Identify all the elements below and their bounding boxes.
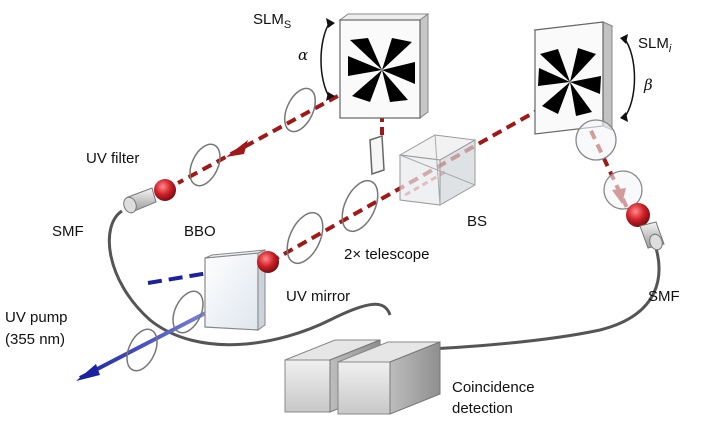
uv-pump-label: UV pump bbox=[5, 309, 68, 326]
uv-filter-signal bbox=[154, 179, 176, 201]
uv-mirror bbox=[257, 251, 279, 273]
coincidence-label-line1: Coincidence bbox=[452, 379, 535, 396]
slm-i-label: SLMi bbox=[638, 35, 672, 55]
signal-lens-2 bbox=[189, 143, 221, 187]
uv-pump-wavelength: (355 nm) bbox=[5, 331, 65, 348]
main-path bbox=[269, 90, 571, 264]
signal-lens-1 bbox=[283, 87, 317, 133]
smf-left-label: SMF bbox=[52, 223, 84, 240]
uv-filter-idler bbox=[626, 203, 650, 227]
coincidence-label-line2: detection bbox=[452, 400, 513, 417]
alpha-label: α bbox=[298, 46, 308, 64]
fiber-coupler-left bbox=[123, 187, 157, 214]
alpha-rotation-arrow bbox=[320, 21, 331, 99]
slm-i bbox=[533, 21, 614, 135]
uv-pump-arrowhead bbox=[76, 364, 100, 381]
uv-mirror-label: UV mirror bbox=[286, 288, 350, 305]
telescope-lens-2 bbox=[341, 179, 379, 233]
bbo-label: BBO bbox=[184, 223, 216, 240]
slm-s bbox=[338, 13, 430, 119]
telescope-lens-1 bbox=[286, 211, 324, 265]
bs-label: BS bbox=[467, 213, 487, 230]
telescope-label: 2× telescope bbox=[344, 246, 429, 263]
fiber-right bbox=[399, 244, 661, 352]
bbo-crystal bbox=[204, 249, 266, 331]
signal-arrowhead bbox=[226, 140, 248, 157]
fiber-coupler-right bbox=[639, 221, 665, 251]
beta-label: β bbox=[643, 76, 653, 94]
idler-lens-1 bbox=[575, 119, 617, 161]
beam-splitter-cube bbox=[398, 134, 477, 206]
slm-s-label: SLMS bbox=[253, 11, 291, 31]
smf-right-label: SMF bbox=[648, 288, 680, 305]
pump-lens-1 bbox=[126, 328, 158, 372]
idler-lens-2 bbox=[603, 170, 643, 210]
pump-lens-2 bbox=[172, 290, 204, 334]
uv-filter-label: UV filter bbox=[86, 150, 139, 167]
beta-rotation-arrow bbox=[623, 37, 636, 119]
coincidence-detector bbox=[284, 339, 441, 415]
fiber-left bbox=[107, 209, 392, 347]
fold-mirror bbox=[369, 134, 385, 176]
